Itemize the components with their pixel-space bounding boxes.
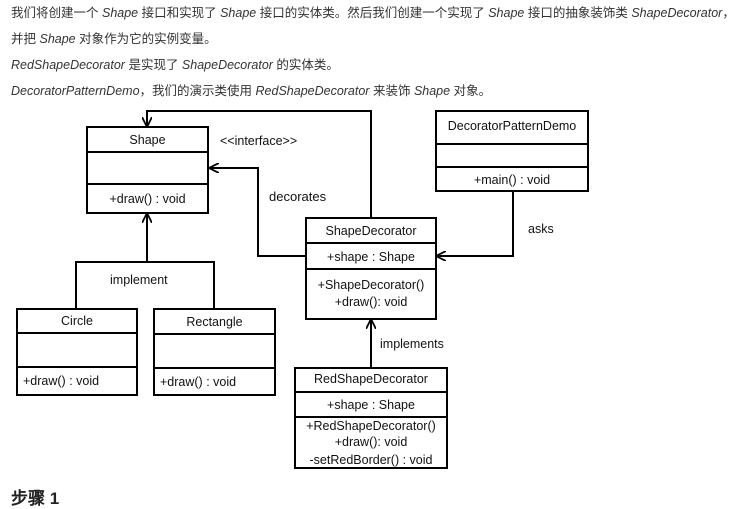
intro-text-span: ，并把 — [11, 6, 735, 46]
decorates-arrow — [210, 168, 306, 257]
class-red-shape-decorator: RedShapeDecorator +shape : Shape +RedSha… — [294, 367, 448, 469]
intro-line-3: DecoratorPatternDemo，我们的演示类使用 RedShapeDe… — [11, 78, 747, 104]
class-box — [435, 110, 589, 192]
class-method: +draw(): void — [335, 435, 408, 449]
interface-arrow — [147, 110, 372, 217]
class-shape-decorator: ShapeDecorator +shape : Shape +ShapeDeco… — [305, 217, 437, 320]
intro-term: ShapeDecorator — [181, 58, 273, 72]
class-name: Shape — [129, 133, 165, 147]
class-box — [16, 308, 138, 396]
intro-term: RedShapeDecorator — [11, 58, 125, 72]
class-attribute: +shape : Shape — [327, 398, 415, 412]
class-method: +RedShapeDecorator() — [306, 419, 436, 433]
class-method: +draw() : void — [109, 192, 185, 206]
class-circle: Circle +draw() : void — [16, 308, 138, 396]
intro-term: Shape — [220, 6, 257, 20]
class-method: +draw(): void — [335, 295, 408, 309]
intro-term: RedShapeDecorator — [255, 84, 370, 98]
intro-term: ShapeDecorator — [631, 6, 723, 20]
class-decorator-pattern-demo: DecoratorPatternDemo +main() : void — [435, 110, 589, 192]
intro-text-span: 接口的抽象装饰类 — [524, 6, 632, 20]
class-method: +draw() : void — [23, 374, 99, 388]
class-method: +draw() : void — [160, 375, 236, 389]
class-name: ShapeDecorator — [325, 224, 416, 238]
intro-text-span: 接口的实体类。然后我们创建一个实现了 — [256, 6, 489, 20]
intro-term: Shape — [413, 84, 451, 98]
intro-term: Shape — [101, 6, 139, 20]
intro-text-span: 对象作为它的实例变量。 — [75, 32, 217, 46]
intro-text-span: 来装饰 — [369, 84, 414, 98]
intro-text-span: 的实体类。 — [272, 58, 339, 72]
class-method: +main() : void — [474, 173, 550, 187]
implements-label: implements — [380, 337, 444, 351]
class-name: RedShapeDecorator — [314, 372, 428, 386]
intro-term: Shape — [39, 32, 76, 46]
asks-arrow — [437, 192, 514, 256]
uml-class-diagram: <<interface>> decorates implement asks i… — [16, 110, 589, 469]
intro-text-span: 我们将创建一个 — [11, 6, 102, 20]
intro-text-span: 对象。 — [450, 84, 492, 98]
intro-text: 我们将创建一个 Shape 接口和实现了 Shape 接口的实体类。然后我们创建… — [11, 0, 747, 104]
class-attribute: +shape : Shape — [327, 250, 415, 264]
intro-term: Shape — [488, 6, 525, 20]
class-name: Circle — [61, 314, 93, 328]
implement-line-circle — [75, 261, 215, 308]
class-name: Rectangle — [186, 315, 242, 329]
implement-label: implement — [110, 273, 168, 287]
intro-line-2: RedShapeDecorator 是实现了 ShapeDecorator 的实… — [11, 52, 747, 78]
intro-text-span: 是实现了 — [124, 58, 182, 72]
intro-line-1: 我们将创建一个 Shape 接口和实现了 Shape 接口的实体类。然后我们创建… — [11, 0, 747, 52]
class-rectangle: Rectangle +draw() : void — [153, 308, 276, 396]
step-heading: 步骤 1 — [11, 489, 60, 508]
class-method: -setRedBorder() : void — [310, 453, 433, 467]
intro-term: DecoratorPatternDemo — [11, 84, 140, 98]
intro-text-span: 接口和实现了 — [138, 6, 221, 20]
class-box — [86, 126, 209, 214]
class-box — [153, 308, 276, 396]
intro-text-span: ，我们的演示类使用 — [139, 84, 256, 98]
interface-label: <<interface>> — [220, 134, 297, 148]
asks-label: asks — [528, 222, 554, 236]
decorates-label: decorates — [269, 189, 327, 204]
class-shape: Shape +draw() : void — [86, 126, 209, 214]
class-method: +ShapeDecorator() — [318, 278, 425, 292]
connectors — [75, 110, 514, 367]
class-name: DecoratorPatternDemo — [448, 119, 577, 133]
